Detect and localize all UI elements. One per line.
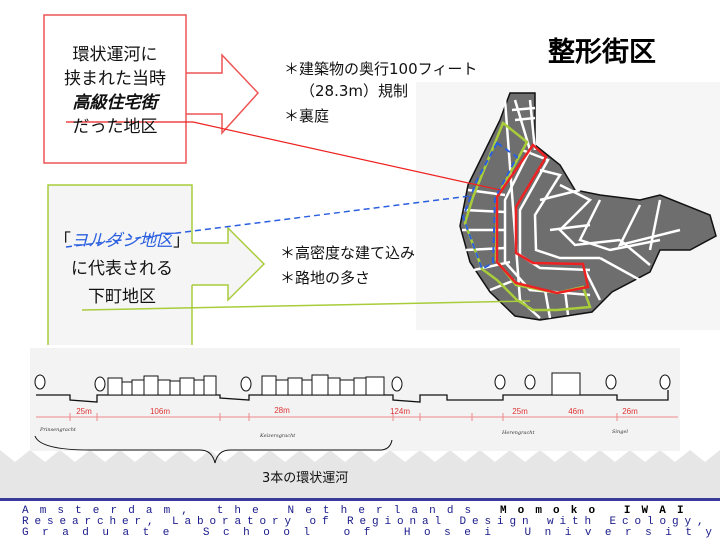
canals-brace: [34, 435, 393, 464]
bracket: 「: [54, 231, 71, 251]
footer-rule: [0, 498, 720, 501]
upper-callout-arrow: [186, 53, 260, 135]
page-title: 整形街区: [548, 37, 656, 68]
canal-district-map: [459, 92, 717, 321]
footer-location: Amsterdam, the Netherlands: [22, 505, 483, 517]
lower-callout-arrow: [192, 226, 266, 302]
callout-line: だった地区: [72, 117, 158, 137]
note-item: （28.3m）規制: [300, 82, 409, 100]
canal-cross-section: 25m 106m 28m 124m 25m 46m 26m Prinsengra…: [30, 348, 680, 464]
footer-author: Momoko IWAI: [499, 505, 695, 517]
lower-callout-text: 「ヨルダン地区」 に代表される 下町地区: [52, 227, 192, 311]
brace-label: 3本の環状運河: [262, 471, 349, 486]
upper-callout-box: [43, 14, 187, 164]
callout-line: に代表される: [71, 259, 173, 279]
dimension-label: 28m: [274, 406, 290, 415]
blue-leader-line: [65, 195, 471, 248]
green-leader-line: [81, 300, 531, 311]
lower-notes: ＊高密度な建て込み ＊路地の多さ: [280, 241, 415, 291]
callout-line: 下町地区: [88, 287, 156, 307]
callout-line: 環状運河に: [72, 45, 158, 65]
dimension-label: 46m: [568, 407, 584, 416]
note-item: ＊路地の多さ: [280, 269, 371, 287]
dimension-label: 25m: [512, 407, 528, 416]
canal-name: Prinsengracht: [39, 427, 77, 433]
lower-callout-box: [47, 184, 193, 345]
footer-line-1: Amsterdam, the Netherlands Momoko IWAI: [22, 506, 695, 517]
dimension-label: 124m: [390, 407, 410, 416]
callout-line: 挟まれた当時: [64, 69, 166, 89]
dimension-label: 106m: [150, 407, 170, 416]
zigzag-band: [0, 450, 720, 498]
upper-callout-text: 環状運河に 挟まれた当時 高級住宅街 だった地区: [50, 43, 180, 139]
note-item: ＊裏庭: [284, 107, 330, 125]
prime-district-outline: [495, 143, 590, 295]
jordaan-label: ヨルダン地区: [71, 231, 173, 251]
upper-notes: ＊建築物の奥行100フィート （28.3m）規制 ＊裏庭: [284, 58, 477, 127]
dimension-label: 25m: [76, 407, 92, 416]
canal-name: Herengracht: [501, 430, 535, 436]
note-item: ＊高密度な建て込み: [280, 244, 416, 262]
footer-line-3: Graduate School of Hosei University: [22, 527, 720, 539]
footer-line-2: Researcher, Laboratory of Regional Desig…: [22, 516, 710, 528]
bracket: 」: [173, 231, 190, 251]
canal-name: Singel: [612, 429, 628, 435]
callout-highlight: 高級住宅街: [72, 93, 158, 113]
jordaan-outline: [461, 141, 519, 271]
dimension-label: 26m: [622, 407, 638, 416]
note-item: ＊建築物の奥行100フィート: [284, 60, 478, 78]
canal-name: Keizersgracht: [259, 433, 296, 439]
